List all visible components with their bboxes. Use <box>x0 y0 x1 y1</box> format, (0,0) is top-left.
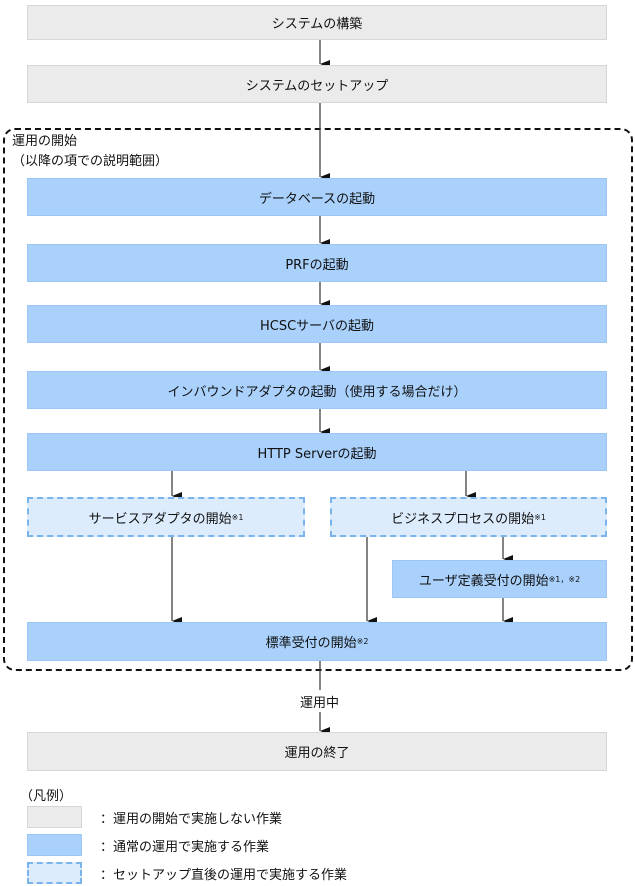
label: 運用の終了 <box>284 746 350 761</box>
legend-swatch-dashed <box>27 862 82 884</box>
label: 標準受付の開始 <box>265 636 357 651</box>
label: インバウンドアダプタの起動（使用する場合だけ） <box>167 384 467 400</box>
label: システムのセットアップ <box>245 78 389 94</box>
step-user-reception: ユーザ定義受付の開始※1，※2 <box>392 560 607 598</box>
step-standard-reception: 標準受付の開始※2 <box>27 622 607 661</box>
label: ユーザ定義受付の開始 <box>418 573 549 589</box>
operation-start-region <box>3 128 633 671</box>
step-business-process: ビジネスプロセスの開始※1 <box>330 497 607 537</box>
step-db: データベースの起動 <box>27 178 607 216</box>
step-build: システムの構築 <box>27 5 607 40</box>
note: ※1，※2 <box>548 574 581 584</box>
label: システムの構築 <box>271 17 363 32</box>
legend-title: （凡例） <box>20 789 73 804</box>
label: HTTP Serverの起動 <box>257 446 377 462</box>
legend-label: ：セットアップ直後の運用で実施する作業 <box>100 868 348 883</box>
running-label: 運用中 <box>300 696 340 711</box>
note: ※2 <box>356 637 369 646</box>
region-subtitle: （以降の項での説明範囲） <box>12 154 169 169</box>
step-setup: システムのセットアップ <box>27 65 607 103</box>
label: HCSCサーバの起動 <box>259 318 375 334</box>
label: データベースの起動 <box>258 191 376 207</box>
legend-label: ：運用の開始で実施しない作業 <box>100 812 283 827</box>
note: ※1 <box>534 512 546 522</box>
label: PRFの起動 <box>285 257 349 273</box>
step-inbound: インバウンドアダプタの起動（使用する場合だけ） <box>27 371 607 409</box>
region-title: 運用の開始 <box>12 134 78 149</box>
step-end: 運用の終了 <box>27 732 607 771</box>
label: サービスアダプタの開始 <box>88 511 232 527</box>
legend-swatch-gray <box>27 806 82 828</box>
legend-swatch-blue <box>27 834 82 856</box>
step-service-adapter: サービスアダプタの開始※1 <box>27 497 305 537</box>
step-hcsc: HCSCサーバの起動 <box>27 305 607 343</box>
note: ※1 <box>231 512 244 522</box>
legend-label: ：通常の運用で実施する作業 <box>100 840 270 855</box>
step-http: HTTP Serverの起動 <box>27 433 607 471</box>
step-prf: PRFの起動 <box>27 244 607 282</box>
label: ビジネスプロセスの開始 <box>391 511 535 527</box>
